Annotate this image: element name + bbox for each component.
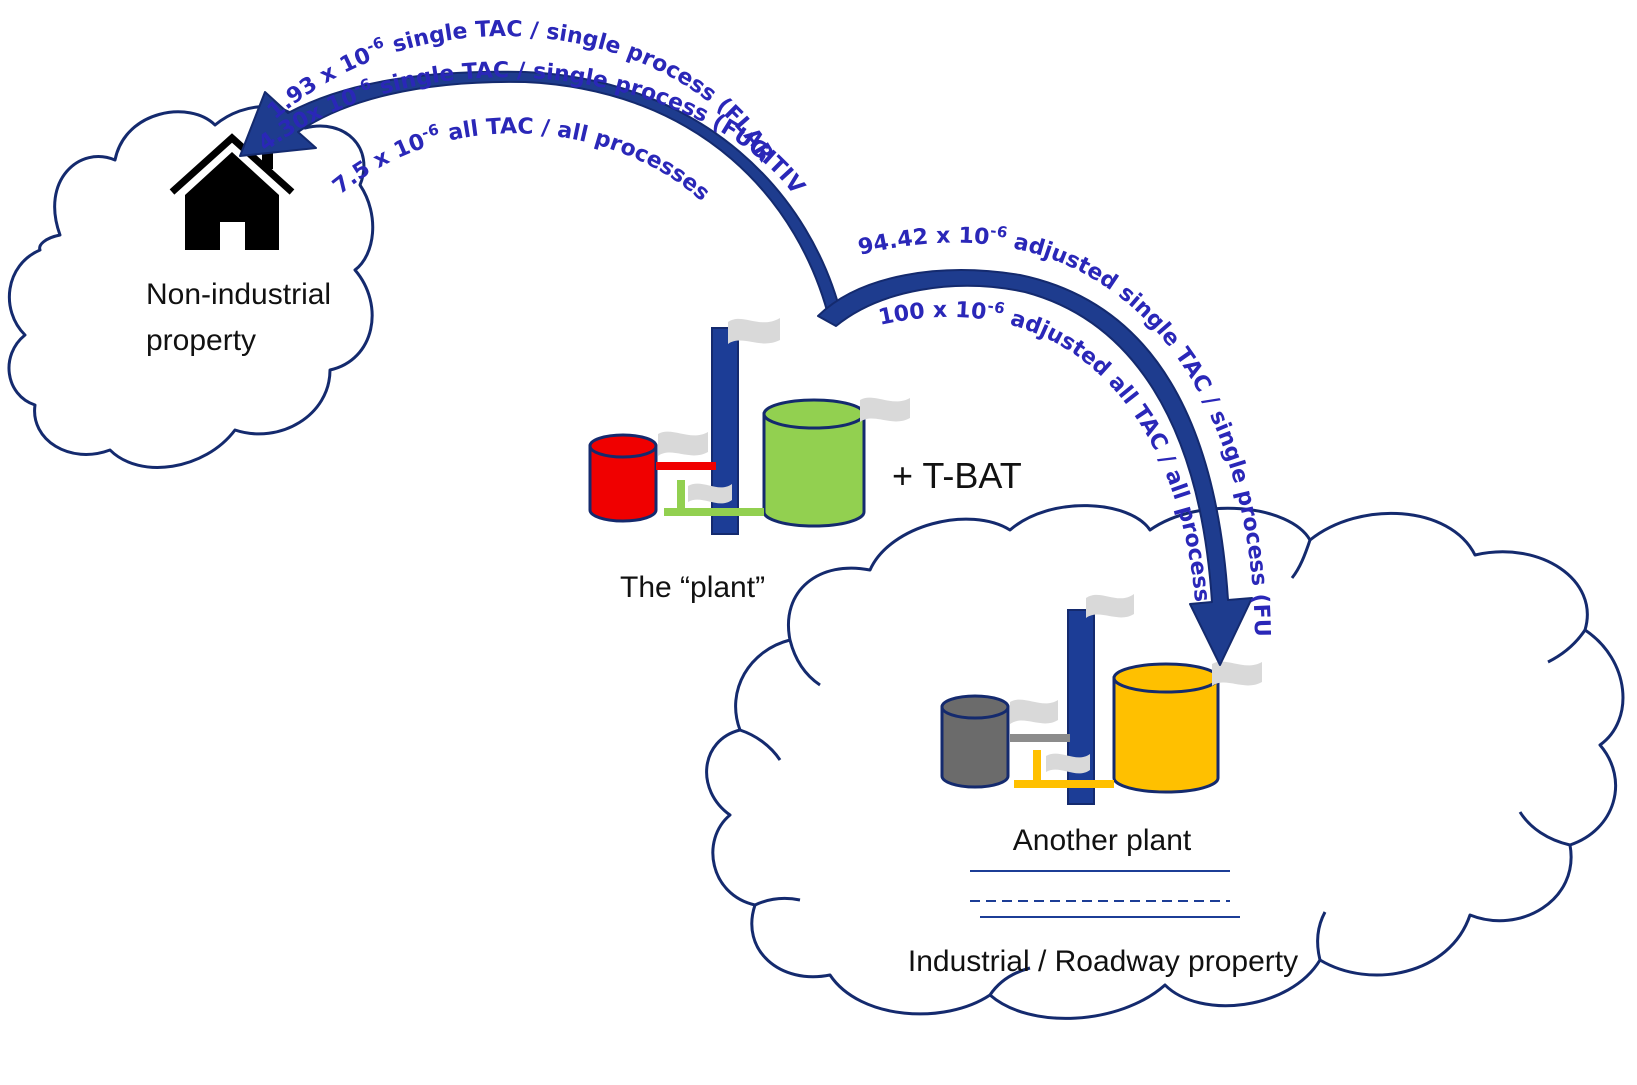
label-non-industrial-line-1: Non-industrial <box>146 278 331 311</box>
arrow-icon <box>239 70 1253 666</box>
another-plant-right-tank <box>1112 676 1220 794</box>
plant-left-tank <box>588 444 658 523</box>
cloud-icon <box>7 105 375 469</box>
label-industrial-property: Industrial / Roadway property <box>908 945 1298 978</box>
arrow-to-residence <box>239 70 843 323</box>
house-icon <box>169 133 295 250</box>
plant-right-tank <box>762 412 866 528</box>
risk-residence-all: 7.5 x 10-6 all TAC / all processes <box>328 114 714 206</box>
label-tbat: + T-BAT <box>892 455 1022 496</box>
arrow-to-industrial <box>817 269 1253 666</box>
label-another-plant: Another plant <box>1013 824 1192 857</box>
plant-stack <box>711 327 739 535</box>
separator-lines <box>970 870 1240 918</box>
label-non-industrial-line-2: property <box>146 324 256 357</box>
another-plant-stack <box>1067 609 1095 805</box>
another-plant-left-tank <box>940 705 1010 789</box>
plant-icon <box>588 318 910 535</box>
another-plant-icon <box>940 594 1262 805</box>
plant-stack-plume <box>728 318 780 344</box>
cloud-non-industrial: Non-industrial property <box>7 105 375 469</box>
label-plant: The “plant” <box>620 571 765 604</box>
